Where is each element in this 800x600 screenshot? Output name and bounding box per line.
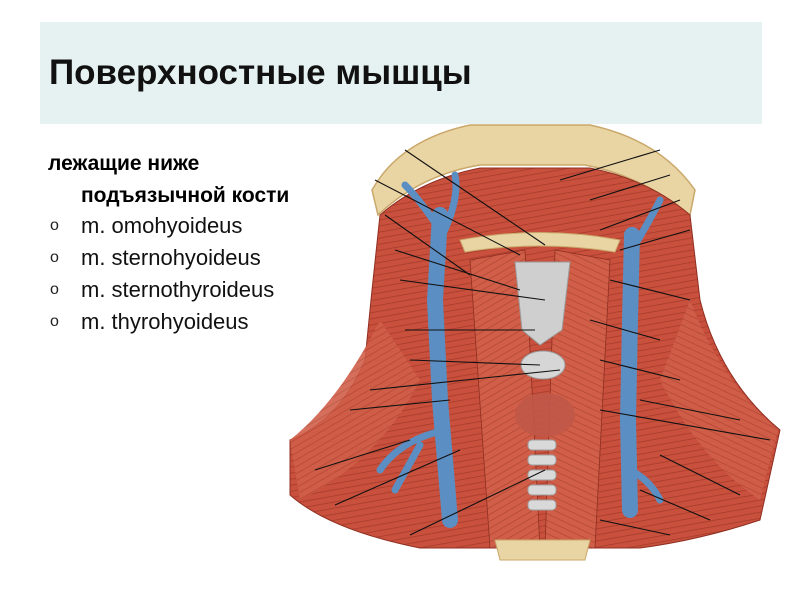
title-band — [40, 22, 762, 124]
sternum-base — [494, 539, 591, 561]
leader-lines — [314, 149, 771, 536]
intro-text: лежащие ниже подъязычной кости — [48, 148, 368, 212]
cricoid-cartilage — [520, 350, 566, 380]
left-jugular-vein — [426, 207, 458, 528]
right-lateral-muscle — [660, 300, 778, 500]
muscle-name: m. omohyoideus — [81, 213, 243, 238]
trachea — [527, 439, 557, 511]
muscle-list: o m. omohyoideus o m. sternohyoideus o m. s… — [48, 210, 274, 338]
thyroid-gland — [515, 393, 575, 437]
intro-line-1: лежащие ниже — [48, 152, 200, 175]
muscle-name: m. thyrohyoideus — [81, 309, 249, 334]
neck-muscles-illustration — [289, 124, 781, 561]
list-item: o m. sternohyoideus — [48, 242, 274, 274]
bullet-circle-icon: o — [50, 313, 59, 330]
hyoid-bone — [459, 232, 621, 253]
bullet-circle-icon: o — [50, 249, 59, 266]
muscle-name: m. sternothyroideus — [81, 277, 275, 302]
list-item: o m. omohyoideus — [48, 210, 274, 242]
muscle-name: m. sternohyoideus — [81, 245, 261, 270]
mandible-shape — [371, 124, 696, 217]
right-jugular-vein — [619, 227, 640, 518]
list-item: o m. sternothyroideus — [48, 274, 274, 306]
intro-line-2: подъязычной кости — [81, 184, 290, 207]
slide-title: Поверхностные мышцы — [49, 53, 472, 92]
bullet-circle-icon: o — [50, 217, 59, 234]
bullet-circle-icon: o — [50, 281, 59, 298]
right-vein-branches — [626, 196, 664, 504]
thyroid-cartilage — [514, 261, 571, 346]
list-item: o m. thyrohyoideus — [48, 306, 274, 338]
